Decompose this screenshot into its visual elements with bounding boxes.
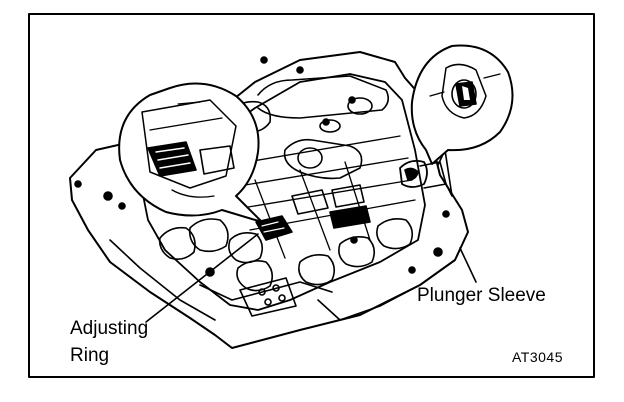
adjusting-ring-label-line1: Adjusting: [70, 318, 149, 339]
adjusting-ring-label-line2: Ring: [70, 345, 110, 366]
figure-code-label: AT3045: [512, 349, 563, 365]
valve-body: [69, 51, 469, 349]
plunger-sleeve-label: Plunger Sleeve: [417, 285, 546, 306]
figure-frame: [28, 13, 595, 378]
plunger-sleeve-magnifier: [410, 44, 514, 165]
plunger-sleeve-leader: [459, 247, 477, 283]
adjusting-ring-leader: [145, 233, 259, 323]
adjusting-ring-magnifier: [118, 82, 263, 223]
